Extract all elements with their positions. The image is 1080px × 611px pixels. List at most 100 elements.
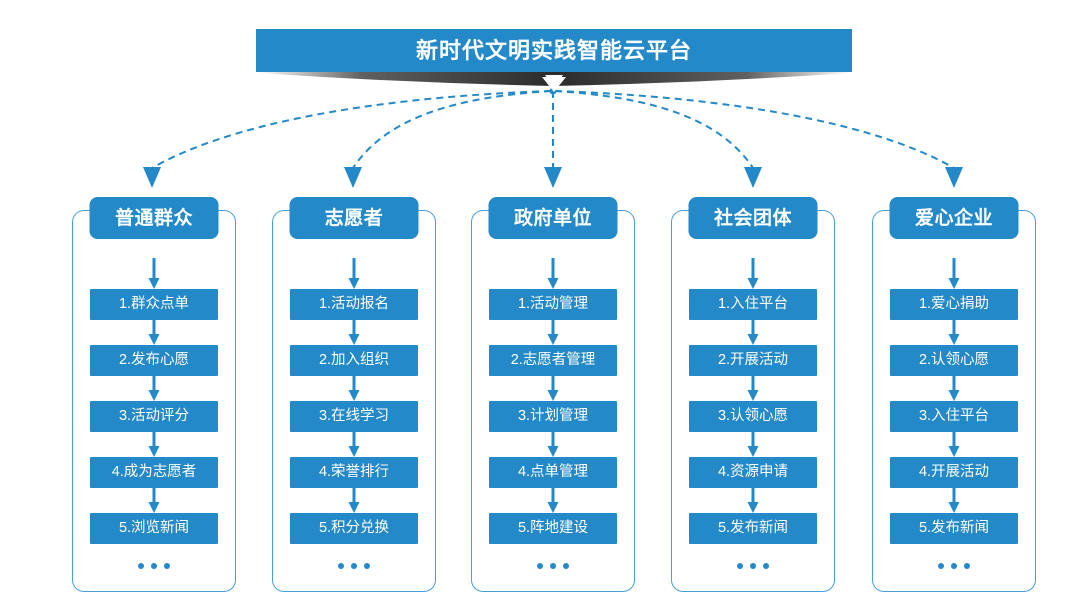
down-arrow-icon	[948, 488, 960, 513]
column-5-header-label: 爱心企业	[914, 207, 993, 229]
column-2-item-5[interactable]: 5.积分兑换	[290, 513, 418, 544]
column-3-item-3[interactable]: 3.计划管理	[489, 401, 617, 432]
banner-shadow-chevron	[258, 71, 850, 92]
column-5-body: 1.爱心捐助 2.认领心愿 3.入住平台 4.开展活动 5.发布新闻	[873, 258, 1035, 572]
column-1-item-1[interactable]: 1.群众点单	[90, 289, 218, 320]
column-4-item-2-label: 2.开展活动	[717, 352, 789, 369]
dot-icon	[338, 563, 344, 569]
column-5[interactable]: 爱心企业 1.爱心捐助 2.认领心愿 3.入住平台 4.开展活动 5.发布新闻	[872, 197, 1036, 592]
column-1-item-2-label: 2.发布心愿	[118, 352, 190, 369]
column-4-item-4-label: 4.资源申请	[717, 464, 789, 481]
column-5-header[interactable]: 爱心企业	[889, 197, 1019, 239]
down-arrow-icon	[747, 258, 759, 289]
column-3-header[interactable]: 政府单位	[488, 197, 618, 239]
column-2-item-1[interactable]: 1.活动报名	[290, 289, 418, 320]
column-3-item-5[interactable]: 5.阵地建设	[489, 513, 617, 544]
column-1-more-indicator[interactable]	[138, 560, 170, 572]
down-arrow-icon	[948, 320, 960, 345]
column-4-item-5[interactable]: 5.发布新闻	[689, 513, 817, 544]
column-4-item-1-label: 1.入住平台	[717, 296, 789, 313]
column-3-item-1[interactable]: 1.活动管理	[489, 289, 617, 320]
column-2-header-label: 志愿者	[324, 207, 384, 229]
down-arrow-icon	[148, 320, 160, 345]
arrowhead-column-1	[143, 167, 161, 188]
column-1-item-4[interactable]: 4.成为志愿者	[90, 457, 218, 488]
arrowhead-column-2	[344, 167, 362, 188]
dot-icon	[151, 563, 157, 569]
dot-icon	[364, 563, 370, 569]
column-2-item-1-label: 1.活动报名	[318, 296, 390, 313]
dot-icon	[138, 563, 144, 569]
down-arrow-icon	[547, 432, 559, 457]
page-title: 新时代文明实践智能云平台	[415, 37, 692, 63]
column-1[interactable]: 普通群众 1.群众点单 2.发布心愿 3.活动评分 4.成为志愿者 5.浏览新闻	[72, 197, 236, 592]
column-2-item-3[interactable]: 3.在线学习	[290, 401, 418, 432]
column-4-header[interactable]: 社会团体	[688, 197, 818, 239]
column-5-item-5[interactable]: 5.发布新闻	[890, 513, 1018, 544]
column-2-item-4-label: 4.荣誉排行	[318, 464, 390, 481]
column-2-item-2[interactable]: 2.加入组织	[290, 345, 418, 376]
column-4-item-1[interactable]: 1.入住平台	[689, 289, 817, 320]
column-1-item-3[interactable]: 3.活动评分	[90, 401, 218, 432]
column-1-item-4-label: 4.成为志愿者	[111, 464, 197, 481]
column-1-item-1-label: 1.群众点单	[118, 296, 190, 313]
column-2-item-3-label: 3.在线学习	[318, 408, 390, 425]
column-5-item-3[interactable]: 3.入住平台	[890, 401, 1018, 432]
column-4-item-4[interactable]: 4.资源申请	[689, 457, 817, 488]
dot-icon	[351, 563, 357, 569]
column-3[interactable]: 政府单位 1.活动管理 2.志愿者管理 3.计划管理 4.点单管理 5.阵地建设	[471, 197, 635, 592]
column-4-header-label: 社会团体	[713, 207, 792, 229]
column-1-item-2[interactable]: 2.发布心愿	[90, 345, 218, 376]
dot-icon	[750, 563, 756, 569]
column-3-item-2[interactable]: 2.志愿者管理	[489, 345, 617, 376]
column-2[interactable]: 志愿者 1.活动报名 2.加入组织 3.在线学习 4.荣誉排行 5.积分兑换	[272, 197, 436, 592]
dot-icon	[763, 563, 769, 569]
column-4-item-3[interactable]: 3.认领心愿	[689, 401, 817, 432]
dot-icon	[964, 563, 970, 569]
column-4-item-3-label: 3.认领心愿	[717, 408, 789, 425]
down-arrow-icon	[948, 376, 960, 401]
down-arrow-icon	[148, 376, 160, 401]
column-5-item-3-label: 3.入住平台	[918, 408, 990, 425]
column-2-more-indicator[interactable]	[338, 560, 370, 572]
column-5-item-4[interactable]: 4.开展活动	[890, 457, 1018, 488]
connector-to-column-1	[151, 90, 552, 169]
column-1-item-5[interactable]: 5.浏览新闻	[90, 513, 218, 544]
platform-title-banner: 新时代文明实践智能云平台	[256, 29, 852, 72]
column-2-item-4[interactable]: 4.荣誉排行	[290, 457, 418, 488]
column-3-body: 1.活动管理 2.志愿者管理 3.计划管理 4.点单管理 5.阵地建设	[472, 258, 634, 572]
dot-icon	[737, 563, 743, 569]
down-arrow-icon	[348, 376, 360, 401]
column-4-more-indicator[interactable]	[737, 560, 769, 572]
column-1-header-label: 普通群众	[114, 207, 193, 229]
dot-icon	[951, 563, 957, 569]
down-arrow-icon	[547, 320, 559, 345]
column-5-item-5-label: 5.发布新闻	[918, 520, 990, 537]
column-3-item-4[interactable]: 4.点单管理	[489, 457, 617, 488]
dot-icon	[938, 563, 944, 569]
down-arrow-icon	[348, 320, 360, 345]
column-2-item-5-label: 5.积分兑换	[318, 520, 390, 537]
column-5-item-1[interactable]: 1.爱心捐助	[890, 289, 1018, 320]
column-2-item-2-label: 2.加入组织	[318, 352, 390, 369]
column-4-item-2[interactable]: 2.开展活动	[689, 345, 817, 376]
arrowhead-column-5	[945, 167, 963, 188]
column-3-item-2-label: 2.志愿者管理	[510, 352, 596, 369]
down-arrow-icon	[148, 488, 160, 513]
column-4[interactable]: 社会团体 1.入住平台 2.开展活动 3.认领心愿 4.资源申请 5.发布新闻	[671, 197, 835, 592]
column-5-item-2[interactable]: 2.认领心愿	[890, 345, 1018, 376]
column-5-more-indicator[interactable]	[938, 560, 970, 572]
column-3-item-3-label: 3.计划管理	[517, 408, 589, 425]
column-4-body: 1.入住平台 2.开展活动 3.认领心愿 4.资源申请 5.发布新闻	[672, 258, 834, 572]
dot-icon	[550, 563, 556, 569]
connector-to-column-2	[352, 90, 552, 169]
column-1-body: 1.群众点单 2.发布心愿 3.活动评分 4.成为志愿者 5.浏览新闻	[73, 258, 235, 572]
column-1-item-3-label: 3.活动评分	[118, 408, 190, 425]
down-arrow-icon	[348, 488, 360, 513]
column-3-more-indicator[interactable]	[537, 560, 569, 572]
column-1-header[interactable]: 普通群众	[89, 197, 219, 239]
column-3-header-label: 政府单位	[513, 207, 592, 229]
column-2-header[interactable]: 志愿者	[289, 197, 419, 239]
down-arrow-icon	[547, 258, 559, 289]
down-arrow-icon	[148, 258, 160, 289]
